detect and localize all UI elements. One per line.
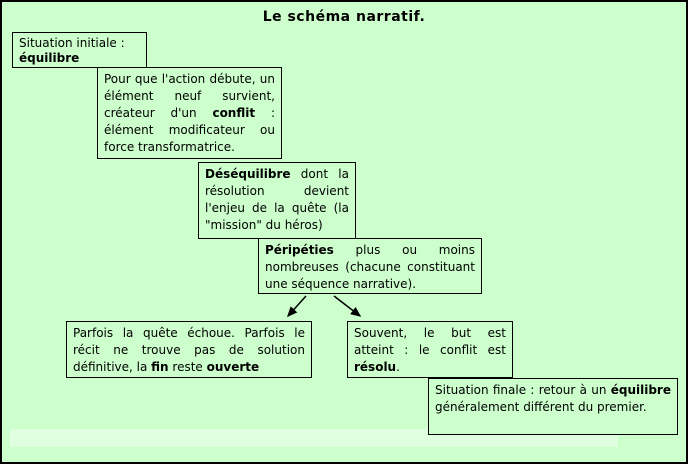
box-element-declencheur: Pour que l'action débute, un élément neu… [97,67,282,159]
conflit-keyword: conflit [212,106,256,120]
situation-initiale-label: Situation initiale : [19,36,125,50]
box-peripeties: Péripéties plus ou moins nombreuses (cha… [258,238,482,294]
resolu-keyword: résolu [354,360,397,374]
fin-keyword: fin [151,360,169,374]
diagram-title: Le schéma narratif. [262,9,426,25]
resolution-text: Souvent, le but est atteint : le conflit… [354,326,506,357]
trigger-text-end: : élément modificateur ou force transfor… [104,106,275,154]
peripeties-keyword: Péripéties [265,243,334,257]
arrow-to-open-ending [286,295,307,318]
finale-text-end: généralement différent du premier. [435,400,647,414]
trigger-text: Pour que l'action débute, un élément neu… [104,72,275,120]
desequilibre-keyword: Déséquilibre [205,167,291,181]
resolution-text-end: . [396,360,400,374]
peripeties-text: plus ou moins nombreuses (chacune consti… [265,243,475,291]
box-conflit-resolu: Souvent, le but est atteint : le conflit… [347,321,513,378]
echec-text: Parfois la quête échoue. Parfois le réci… [73,326,305,374]
arrow-to-resolution [333,295,362,317]
desequilibre-text: dont la résolution devient l'enjeu de la… [205,167,349,232]
box-situation-finale: Situation finale : retour à un équilibre… [428,378,678,435]
finale-text: Situation finale : retour à un [435,383,611,397]
box-situation-initiale: Situation initiale : équilibre [12,32,147,68]
echec-text-mid: reste [168,360,207,374]
equilibre-keyword: équilibre [19,51,80,65]
ouverte-keyword: ouverte [206,360,260,374]
box-fin-ouverte: Parfois la quête échoue. Parfois le réci… [66,321,312,378]
box-desequilibre: Déséquilibre dont la résolution devient … [198,162,356,239]
equilibre-final-keyword: équilibre [610,383,671,397]
